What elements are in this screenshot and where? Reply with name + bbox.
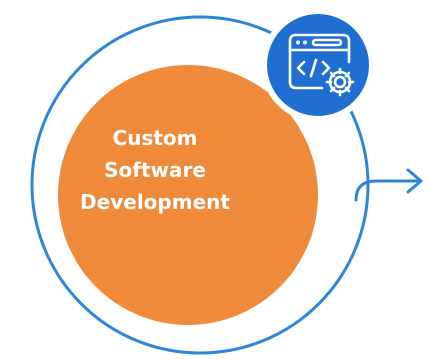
node-label-line-2: Software (104, 158, 206, 182)
code-settings-badge (261, 8, 375, 122)
code-settings-icon (288, 33, 355, 97)
outer-ring (30, 15, 370, 355)
node-label-line-1: Custom (112, 126, 198, 150)
node-label: Custom Software Development (70, 122, 240, 218)
node-label-line-3: Development (80, 190, 230, 214)
main-node-circle (58, 65, 318, 325)
connector-arrow (354, 179, 422, 202)
arrowhead-icon (406, 168, 423, 194)
